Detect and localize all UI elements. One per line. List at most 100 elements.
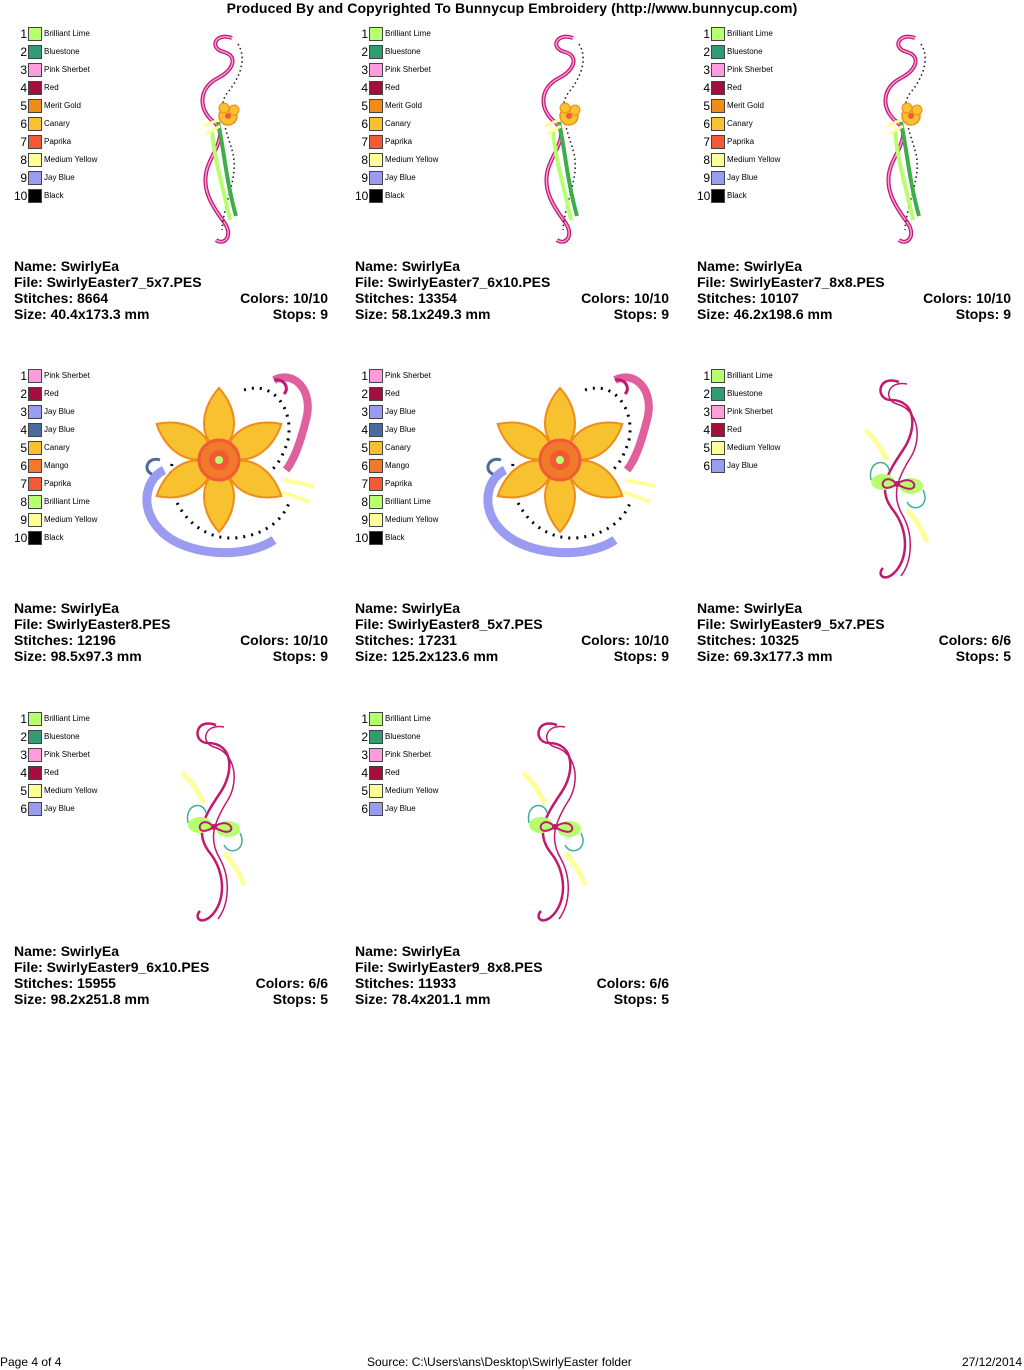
thread-name: Merit Gold <box>44 101 81 110</box>
embroidery-preview <box>877 30 947 255</box>
thread-swatch <box>711 117 725 131</box>
thread-swatch <box>28 405 42 419</box>
thread-swatch <box>711 135 725 149</box>
design-file: SwirlyEaster7_5x7.PES <box>46 274 202 290</box>
design-file: SwirlyEaster9_8x8.PES <box>387 959 543 975</box>
thread-item: 9 Jay Blue <box>697 170 817 188</box>
file-row: File: SwirlyEaster9_6x10.PES <box>14 959 328 975</box>
thread-name: Medium Yellow <box>44 515 98 524</box>
thread-swatch <box>369 135 383 149</box>
design-card: 1 Brilliant Lime 2 Bluestone 3 Pink Sher… <box>14 711 344 1041</box>
design-file: SwirlyEaster8_5x7.PES <box>387 616 543 632</box>
stitches-label: Stitches: <box>14 975 74 991</box>
thread-name: Black <box>44 533 64 542</box>
design-stops: 9 <box>320 306 328 322</box>
design-colors: 10/10 <box>292 290 328 306</box>
colors-label: Colors: <box>938 632 988 648</box>
thread-name: Brilliant Lime <box>385 29 431 38</box>
embroidery-preview <box>535 30 605 255</box>
thread-item: 8 Brilliant Lime <box>355 494 475 512</box>
thread-name: Medium Yellow <box>385 786 439 795</box>
thread-name: Brilliant Lime <box>385 714 431 723</box>
thread-item: 8 Medium Yellow <box>14 152 134 170</box>
thread-number: 9 <box>20 513 27 527</box>
thread-item: 4 Red <box>355 765 475 783</box>
size-row: Size: 58.1x249.3 mm Stops: 9 <box>355 306 669 322</box>
design-file: SwirlyEaster8.PES <box>46 616 171 632</box>
design-stops: 5 <box>1003 648 1011 664</box>
design-info: Name: SwirlyEa File: SwirlyEaster9_5x7.P… <box>697 600 1011 664</box>
stitches-row: Stitches: 17231 Colors: 10/10 <box>355 632 669 648</box>
thread-number: 4 <box>703 81 710 95</box>
stops-field: Stops: 5 <box>273 991 328 1007</box>
design-name: SwirlyEa <box>60 943 120 959</box>
thread-number: 2 <box>703 387 710 401</box>
thread-name: Jay Blue <box>385 173 416 182</box>
thread-swatch <box>28 802 42 816</box>
design-card: 1 Brilliant Lime 2 Bluestone 3 Pink Sher… <box>355 26 685 356</box>
thread-swatch <box>711 99 725 113</box>
thread-number: 3 <box>20 63 27 77</box>
thread-number: 4 <box>20 423 27 437</box>
thread-swatch <box>369 441 383 455</box>
design-size: 58.1x249.3 mm <box>391 306 491 322</box>
source-path: Source: C:\Users\ans\Desktop\SwirlyEaste… <box>367 1355 632 1369</box>
thread-swatch <box>28 784 42 798</box>
thread-item: 6 Jay Blue <box>14 801 134 819</box>
thread-swatch <box>369 459 383 473</box>
thread-name: Medium Yellow <box>727 155 781 164</box>
thread-item: 5 Medium Yellow <box>697 440 817 458</box>
thread-swatch <box>369 730 383 744</box>
thread-item: 7 Paprika <box>355 134 475 152</box>
thread-name: Jay Blue <box>385 425 416 434</box>
design-card: 1 Brilliant Lime 2 Bluestone 3 Pink Sher… <box>697 368 1024 698</box>
thread-swatch <box>369 748 383 762</box>
thread-number: 8 <box>20 495 27 509</box>
thread-name: Pink Sherbet <box>385 750 431 759</box>
thread-number: 6 <box>361 459 368 473</box>
thread-name: Red <box>44 83 59 92</box>
stitches-label: Stitches: <box>697 632 757 648</box>
thread-number: 9 <box>361 513 368 527</box>
thread-swatch <box>369 369 383 383</box>
thread-number: 2 <box>361 45 368 59</box>
thread-item: 3 Pink Sherbet <box>355 747 475 765</box>
stitches-label: Stitches: <box>697 290 757 306</box>
colors-field: Colors: 10/10 <box>581 632 669 648</box>
design-stitches: 10325 <box>760 632 799 648</box>
thread-swatch <box>369 423 383 437</box>
thread-name: Jay Blue <box>727 173 758 182</box>
file-row: File: SwirlyEaster9_8x8.PES <box>355 959 669 975</box>
thread-name: Pink Sherbet <box>44 371 90 380</box>
thread-swatch <box>369 784 383 798</box>
thread-swatch <box>369 387 383 401</box>
design-name: SwirlyEa <box>401 600 461 616</box>
embroidery-preview <box>124 360 324 580</box>
thread-item: 4 Jay Blue <box>355 422 475 440</box>
thread-number: 10 <box>14 189 28 203</box>
design-colors: 10/10 <box>633 290 669 306</box>
design-file: SwirlyEaster7_8x8.PES <box>729 274 885 290</box>
thread-item: 3 Pink Sherbet <box>697 404 817 422</box>
thread-number: 6 <box>20 117 27 131</box>
thread-number: 4 <box>20 81 27 95</box>
stops-label: Stops: <box>272 991 317 1007</box>
thread-item: 1 Pink Sherbet <box>14 368 134 386</box>
thread-swatch <box>711 171 725 185</box>
thread-name: Jay Blue <box>44 407 75 416</box>
file-label: File: <box>14 274 43 290</box>
thread-item: 10 Black <box>14 188 134 206</box>
design-stitches: 11933 <box>418 975 457 991</box>
stops-field: Stops: 5 <box>956 648 1011 664</box>
thread-item: 6 Jay Blue <box>697 458 817 476</box>
file-row: File: SwirlyEaster7_8x8.PES <box>697 274 1011 290</box>
stitches-row: Stitches: 12196 Colors: 10/10 <box>14 632 328 648</box>
thread-number: 1 <box>20 712 27 726</box>
colors-label: Colors: <box>581 632 631 648</box>
name-label: Name: <box>355 943 398 959</box>
thread-number: 1 <box>703 27 710 41</box>
design-stitches: 12196 <box>77 632 116 648</box>
design-info: Name: SwirlyEa File: SwirlyEaster7_8x8.P… <box>697 258 1011 322</box>
name-row: Name: SwirlyEa <box>697 600 1011 616</box>
thread-number: 10 <box>355 531 369 545</box>
